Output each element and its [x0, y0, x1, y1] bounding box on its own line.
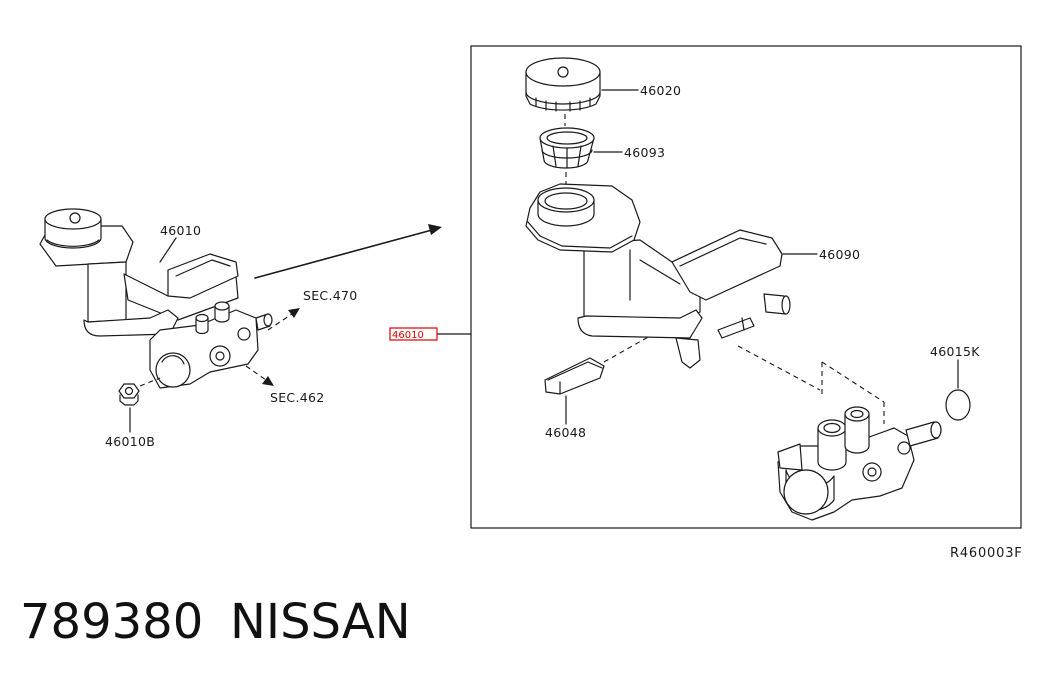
- label-sec-462: SEC.462: [270, 390, 325, 405]
- label-assembly-ref: 46010: [392, 330, 424, 341]
- label-46010b: 46010B: [105, 434, 155, 449]
- grommet-drawing: [544, 357, 605, 395]
- nut-guide-line: [139, 377, 161, 387]
- figure-code: R460003F: [950, 546, 1023, 561]
- caption-brand: NISSAN: [230, 594, 411, 650]
- left-reservoir-body: [87, 261, 127, 323]
- nut-drawing: [118, 383, 140, 406]
- label-46093: 46093: [624, 145, 665, 160]
- left-tank-top: [167, 253, 239, 299]
- left-flange: [83, 309, 179, 337]
- strainer-drawing: [539, 127, 595, 169]
- cap-drawing: [525, 57, 601, 112]
- label-46048: 46048: [545, 425, 586, 440]
- sec-470-arrow: [267, 308, 300, 331]
- o-ring-drawing: [945, 389, 971, 421]
- label-46020: 46020: [640, 83, 681, 98]
- exploded-view-arrow: [254, 224, 442, 279]
- label-46010: 46010: [160, 223, 201, 238]
- caption-part-number: 789380: [20, 594, 204, 650]
- label-46090: 46090: [819, 247, 860, 262]
- label-sec-470: SEC.470: [303, 288, 358, 303]
- cylinder-guide-line: [737, 345, 885, 424]
- left-cap: [44, 208, 102, 249]
- exploded-view-frame: [470, 45, 1022, 529]
- master-cylinder-drawing: [777, 406, 942, 521]
- label-46015k: 46015K: [930, 344, 980, 359]
- sec-462-arrow: [245, 365, 274, 386]
- reservoir-tank-drawing: [525, 183, 791, 369]
- left-cylinder-body: [149, 301, 273, 389]
- assembly-ref-highlight-box: [389, 327, 438, 341]
- grommet-guide-line: [603, 335, 651, 363]
- master-cylinder-assembly-drawing: [39, 208, 273, 389]
- leader-46010: [159, 237, 177, 263]
